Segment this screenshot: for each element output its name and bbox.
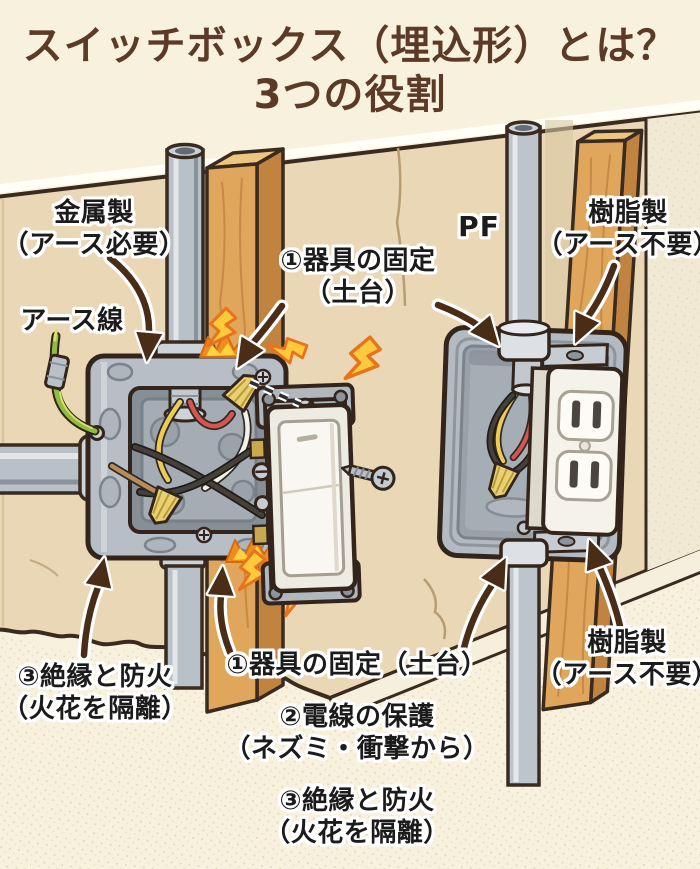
wire-nut xyxy=(488,461,521,500)
label-resin-box-top: 樹脂製 （アース不要） xyxy=(537,198,700,261)
label-resin-bottom-line2: （アース不要） xyxy=(535,659,700,690)
label-resin-top-line2: （アース不要） xyxy=(536,229,700,260)
label-role3-bottom: ③絶縁と防火 （火花を隔離） xyxy=(264,786,450,849)
label-role3-left-line2: （火花を隔離） xyxy=(2,693,188,724)
label-pf: PF xyxy=(458,210,500,244)
label-earth-wire: アース線 xyxy=(20,306,123,338)
resin-box xyxy=(437,325,629,564)
conduit-right-pf xyxy=(505,120,542,787)
label-role2-bottom: ②電線の保護 （ネズミ・衝撃から） xyxy=(224,702,489,765)
spark-icon xyxy=(199,306,382,381)
label-resin-box-bottom: 樹脂製 （アース不要） xyxy=(536,628,700,691)
label-role1-top-line1: ①器具の固定 xyxy=(280,246,436,276)
box-screw-bottom xyxy=(195,526,213,544)
arrow-icon xyxy=(77,251,627,662)
conduit-left xyxy=(154,142,216,690)
label-role2-bottom-line2: （ネズミ・衝撃から） xyxy=(224,733,490,764)
screw-icon xyxy=(340,464,396,491)
label-pf-text: PF xyxy=(458,210,500,243)
title-line1: スイッチボックス（埋込形）とは？ xyxy=(22,23,678,69)
label-metal-box-line1: 金属製 xyxy=(54,198,134,228)
label-role3-bottom-line1: ③絶縁と防火 xyxy=(279,786,435,816)
label-role1-bottom-text: ①器具の固定（土台） xyxy=(226,650,488,680)
outlet xyxy=(525,343,625,554)
pf-connector xyxy=(497,319,551,568)
label-role3-left: ③絶縁と防火 （火花を隔離） xyxy=(2,662,188,725)
label-metal-box-line2: （アース必要） xyxy=(2,229,186,260)
label-role1-bottom: ①器具の固定（土台） xyxy=(226,650,487,682)
title-line2: 3つの役割 xyxy=(253,71,447,118)
wire-nut xyxy=(148,485,183,525)
earth-wire xyxy=(44,328,105,441)
label-resin-top-line1: 樹脂製 xyxy=(588,198,668,228)
label-role1-top-line2: （土台） xyxy=(304,277,412,308)
label-earth-wire-text: アース線 xyxy=(20,306,124,336)
label-resin-bottom-line1: 樹脂製 xyxy=(587,628,667,658)
label-role1-top: ①器具の固定 （土台） xyxy=(280,246,435,309)
label-metal-box: 金属製 （アース必要） xyxy=(3,198,186,261)
label-role3-bottom-line2: （火花を隔離） xyxy=(264,817,450,848)
label-role2-bottom-line1: ②電線の保護 xyxy=(279,702,435,732)
label-role3-left-line1: ③絶縁と防火 xyxy=(17,662,173,692)
page-title: スイッチボックス（埋込形）とは？ 3つの役割 xyxy=(23,22,678,120)
